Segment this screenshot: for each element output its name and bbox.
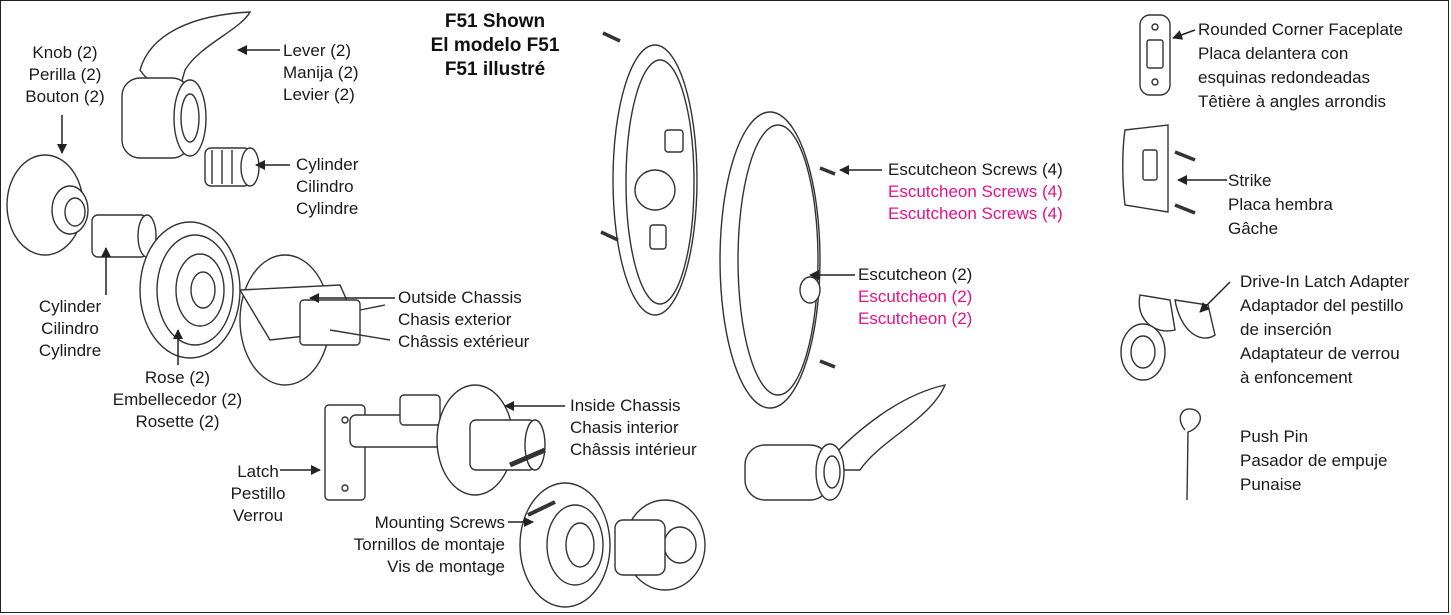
outside-chassis-part (238, 254, 391, 386)
label-drive-in: Drive-In Latch Adapter Adaptador del pes… (1240, 272, 1410, 387)
push-pin-part (1179, 408, 1202, 501)
inside-knob-part (519, 482, 706, 608)
title-line-fr: F51 illustré (444, 59, 546, 80)
label-knob: Knob (2) Perilla (2) Bouton (2) (25, 43, 105, 106)
cylinder-left-part (91, 214, 157, 258)
label-faceplate: Rounded Corner Faceplate Placa delantera… (1198, 20, 1404, 111)
label-lever: Lever (2) Manija (2) Levier (2) (283, 41, 359, 104)
lever-bottom-part (744, 384, 947, 501)
escutcheon-back-plate (612, 44, 698, 316)
label-mounting-screws: Mounting Screws Tornillos de montaje Vis… (353, 513, 505, 576)
label-push-pin: Push Pin Pasador de empuje Punaise (1240, 427, 1388, 494)
strike-part (1122, 124, 1196, 215)
cylinder-top-part (204, 147, 260, 187)
label-latch: Latch Pestillo Verrou (230, 462, 286, 525)
title-line-en: F51 Shown (444, 11, 546, 32)
diagram-title: F51 Shown El modelo F51 F51 illustré (415, 10, 575, 82)
label-inside-chassis: Inside Chassis Chasis interior Châssis i… (570, 396, 697, 459)
leader-drive-in (1199, 281, 1231, 313)
knob-part (6, 154, 89, 256)
rose-part (139, 221, 241, 359)
drive-in-adapter-part (1120, 294, 1216, 381)
label-outside-chassis: Outside Chassis Chasis exterior Châssis … (398, 288, 530, 351)
label-cylinder-top: Cylinder Cilindro Cylindre (296, 155, 359, 218)
escutcheon-front-plate (719, 111, 821, 409)
label-rose: Rose (2) Embellecedor (2) Rosette (2) (112, 368, 243, 431)
faceplate-part (1139, 14, 1171, 96)
escutcheon-screws-part (600, 31, 836, 369)
label-cylinder-left: Cylinder Cilindro Cylindre (38, 297, 102, 360)
label-escutcheon: Escutcheon (2) Escutcheon (2) Escutcheon… (858, 265, 973, 328)
label-escutcheon-screws: Escutcheon Screws (4) Escutcheon Screws … (888, 160, 1063, 223)
lever-part (121, 11, 252, 159)
inside-chassis-part (436, 384, 546, 496)
title-line-es: El modelo F51 (430, 35, 560, 56)
leader-faceplate (1172, 29, 1196, 40)
mounting-screws-part (509, 447, 556, 517)
latch-part (324, 394, 446, 501)
label-strike: Strike Placa hembra Gâche (1228, 171, 1333, 238)
